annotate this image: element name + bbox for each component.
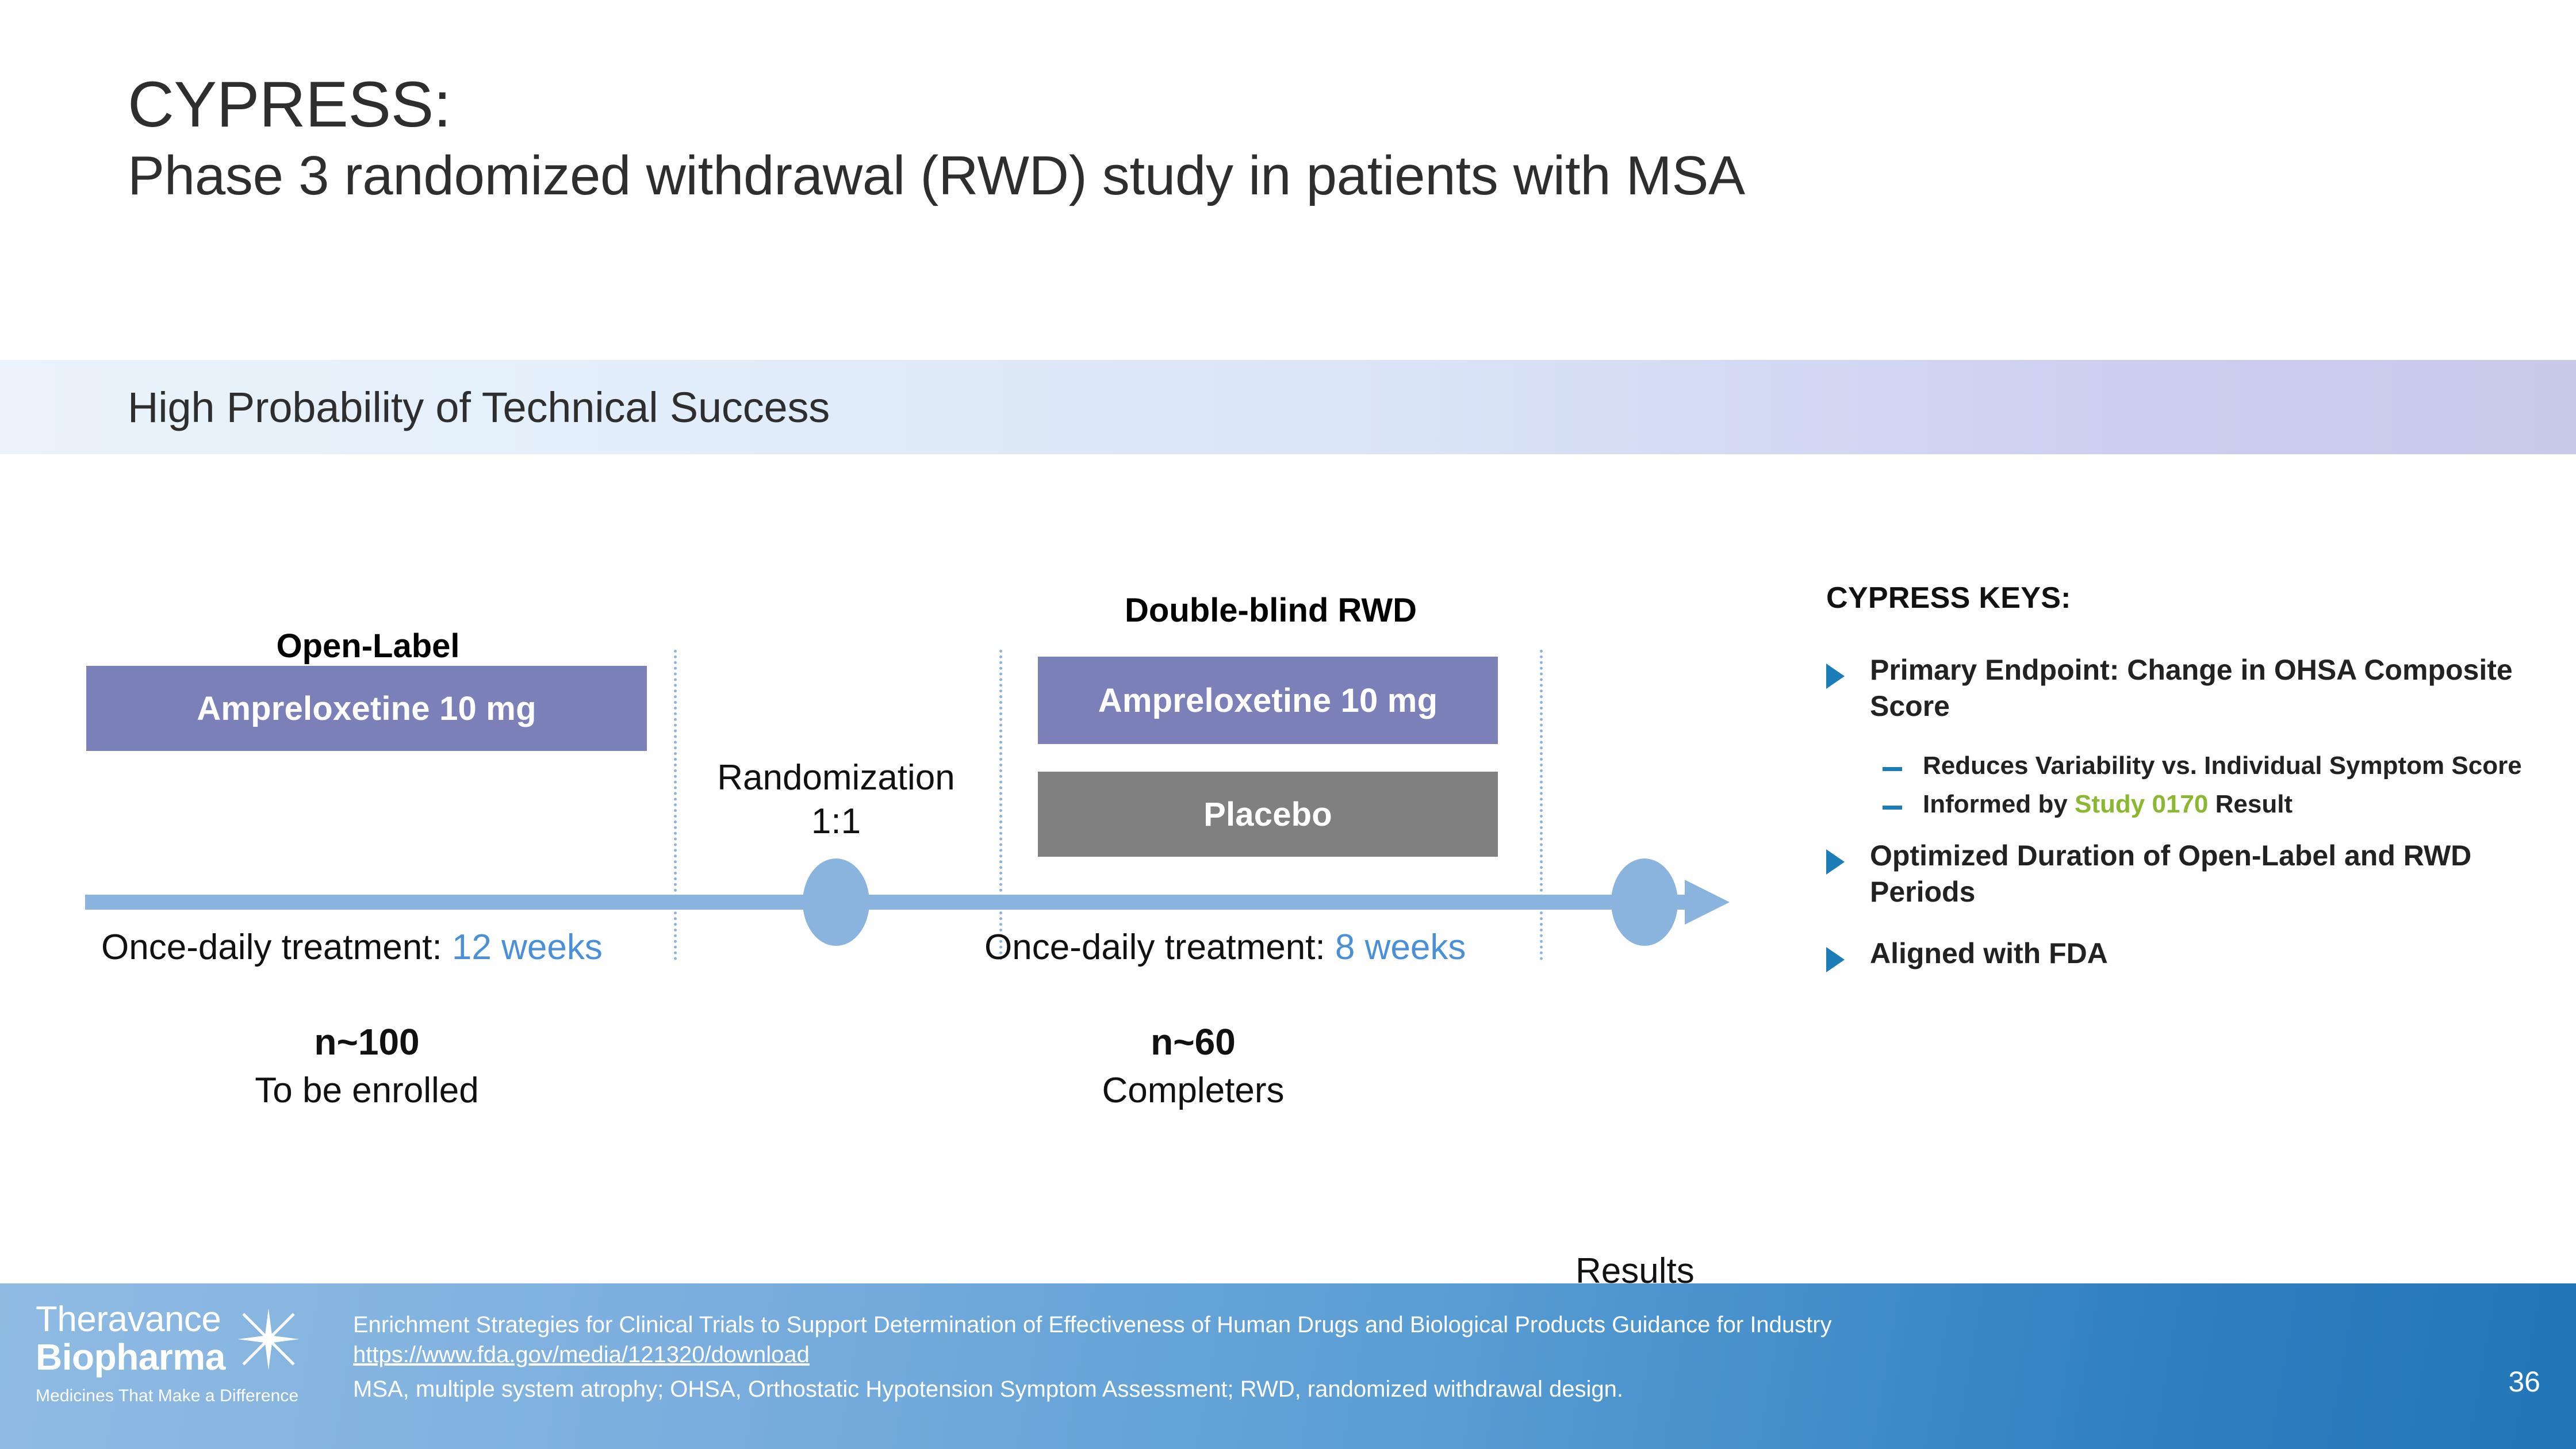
footnote-abbreviations: MSA, multiple system atrophy; OHSA, Orth… (353, 1377, 1623, 1402)
caption-left-prefix: Once-daily treatment: (101, 927, 452, 967)
study-design-diagram: Open-Label Ampreloxetine 10 mg Double-bl… (0, 454, 1759, 1291)
rwd-placebo-bar: Placebo (1038, 772, 1498, 857)
n-value-completers: n~60 (1151, 1021, 1236, 1063)
open-label-heading: Open-Label (276, 627, 460, 665)
section-banner: High Probability of Technical Success (0, 360, 2576, 454)
key-sublist: Reduces Variability vs. Individual Sympt… (1883, 750, 2522, 821)
footnote-reference: Enrichment Strategies for Clinical Trial… (353, 1312, 1832, 1337)
sub-item: Reduces Variability vs. Individual Sympt… (1883, 750, 2522, 781)
key-item-label: Primary Endpoint: Change in OHSA Composi… (1870, 654, 2513, 722)
caption-left-weeks: 12 weeks (451, 927, 603, 967)
theravance-logo: Theravance Biopharma (36, 1302, 335, 1406)
randomization-label: Randomization 1:1 (690, 756, 982, 843)
key-item: Optimized Duration of Open-Label and RWD… (1826, 838, 2522, 910)
sub-text-pre: Reduces Variability vs. Individual Sympt… (1923, 752, 2522, 780)
rwd-heading: Double-blind RWD (1125, 592, 1417, 629)
timeline-caption-rwd: Once-daily treatment: 8 weeks (984, 927, 1466, 968)
page-number: 36 (2508, 1366, 2540, 1398)
open-label-bar: Ampreloxetine 10 mg (86, 666, 647, 751)
n-desc-completers: Completers (1102, 1070, 1285, 1110)
triangle-bullet-icon (1826, 664, 1845, 689)
sub-item-label: Reduces Variability vs. Individual Sympt… (1923, 750, 2522, 781)
timeline-arrow-icon (1685, 880, 1730, 925)
divider-dotted-right (1540, 650, 1543, 960)
footnotes: Enrichment Strategies for Clinical Trial… (353, 1310, 1832, 1404)
cypress-keys-title: CYPRESS KEYS: (1826, 581, 2071, 615)
cypress-keys-panel: CYPRESS KEYS: Primary Endpoint: Change i… (1826, 581, 2522, 998)
footnote-link[interactable]: https://www.fda.gov/media/121320/downloa… (353, 1342, 810, 1367)
logo-tagline: Medicines That Make a Difference (36, 1386, 299, 1405)
divider-dotted-mid (999, 650, 1002, 960)
sub-text-highlight: Study 0170 (2075, 790, 2209, 819)
timeline-axis (85, 895, 1689, 910)
caption-right-prefix: Once-daily treatment: (984, 927, 1335, 967)
randomization-line1: Randomization (717, 758, 955, 798)
n-value-enrolled: n~100 (314, 1021, 420, 1063)
n-desc-enrolled: To be enrolled (255, 1070, 479, 1110)
page-title: CYPRESS: Phase 3 randomized withdrawal (… (128, 69, 1745, 208)
caption-right-weeks: 8 weeks (1335, 927, 1466, 967)
timeline-node-results (1611, 858, 1678, 946)
key-item: Primary Endpoint: Change in OHSA Composi… (1826, 652, 2522, 724)
timeline-node-randomization (803, 858, 869, 946)
title-subtitle: Phase 3 randomized withdrawal (RWD) stud… (128, 145, 1745, 207)
key-item-label: Aligned with FDA (1870, 937, 2108, 969)
rwd-active-bar: Ampreloxetine 10 mg (1038, 657, 1498, 744)
sub-text-post: Result (2208, 790, 2293, 819)
enrollment-block-right: n~60 Completers (995, 1021, 1392, 1112)
timeline-caption-open-label: Once-daily treatment: 12 weeks (101, 927, 603, 968)
title-main: CYPRESS: (128, 68, 451, 140)
banner-text: High Probability of Technical Success (128, 383, 830, 431)
sub-item-label: Informed by Study 0170 Result (1923, 788, 2293, 820)
logo-line-1: Theravance (36, 1300, 221, 1339)
enrollment-block-left: n~100 To be enrolled (85, 1021, 649, 1112)
star-burst-icon (233, 1304, 304, 1377)
slide-footer: Theravance Biopharma (0, 1283, 2576, 1449)
logo-line-2: Biopharma (36, 1336, 225, 1378)
triangle-bullet-icon (1826, 946, 1845, 972)
sub-item: Informed by Study 0170 Result (1883, 788, 2522, 820)
divider-dotted-left (674, 650, 677, 960)
dash-bullet-icon (1883, 767, 1902, 771)
key-item: Aligned with FDA (1826, 936, 2522, 972)
triangle-bullet-icon (1826, 849, 1845, 875)
sub-text-pre: Informed by (1923, 790, 2075, 819)
key-item-label: Optimized Duration of Open-Label and RWD… (1870, 839, 2472, 908)
randomization-ratio: 1:1 (811, 801, 861, 841)
dash-bullet-icon (1883, 806, 1902, 810)
